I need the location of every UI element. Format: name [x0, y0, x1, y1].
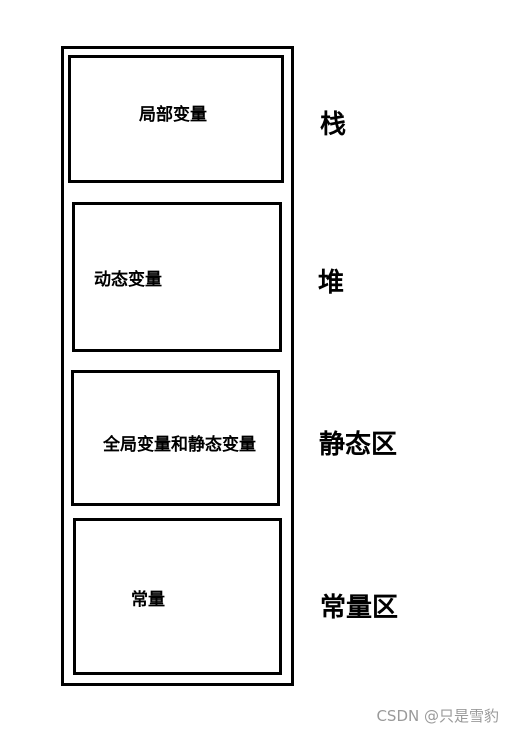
heap-region-box: [72, 202, 282, 352]
constant-region-label: 常量: [131, 590, 165, 610]
constant-region-box: [73, 518, 282, 675]
stack-region-label: 局部变量: [139, 105, 207, 125]
heap-side-label: 堆: [318, 268, 345, 298]
static-region-box: [71, 370, 280, 506]
stack-region-box: [68, 55, 284, 183]
static-side-label: 静态区: [319, 430, 398, 460]
memory-layout-container: [61, 46, 294, 686]
static-region-label: 全局变量和静态变量: [103, 435, 256, 455]
heap-region-label: 动态变量: [94, 270, 162, 290]
stack-side-label: 栈: [320, 110, 347, 140]
csdn-watermark: CSDN @只是雪豹: [376, 707, 499, 725]
constant-side-label: 常量区: [320, 593, 399, 623]
